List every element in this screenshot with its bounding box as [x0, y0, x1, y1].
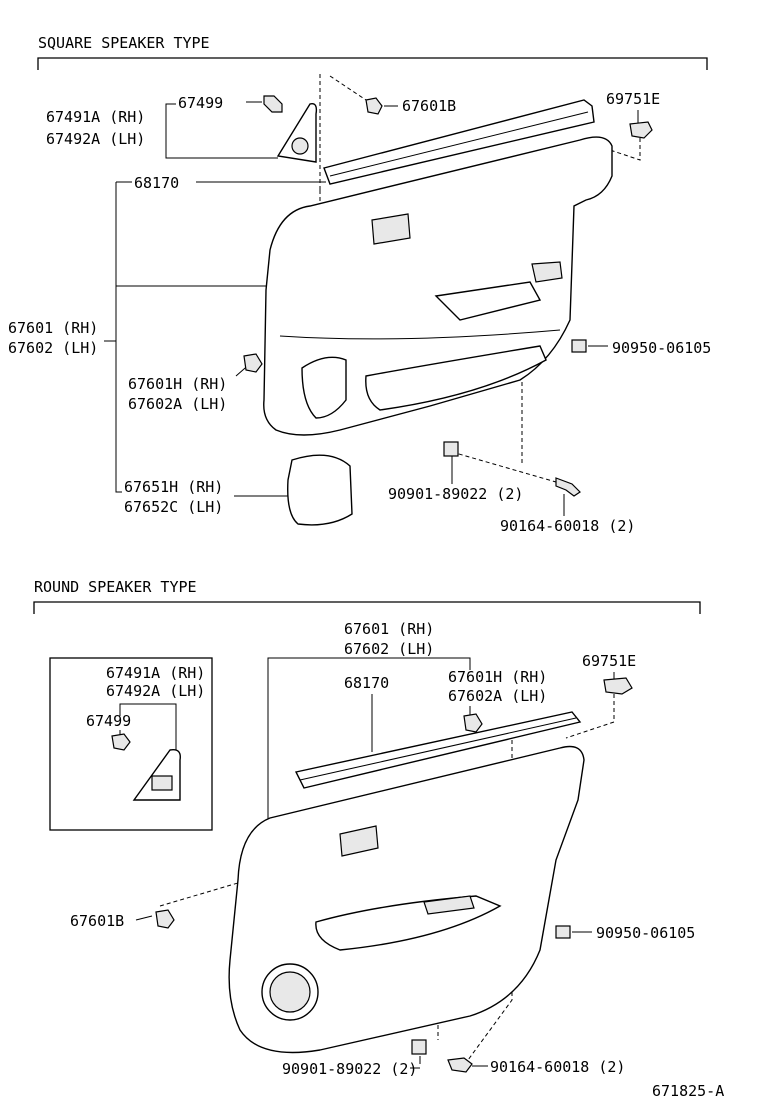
- label-90950-rd: 90950-06105: [596, 924, 695, 942]
- clip-69751e-sq: [629, 121, 653, 139]
- nut-90901-sq: [443, 441, 459, 457]
- dash-guide-2-sq: [329, 75, 367, 101]
- label-69751e-rd: 69751E: [582, 652, 636, 670]
- screw-90164-sq: [555, 477, 581, 497]
- clip-67601b-rd: [155, 909, 175, 929]
- label-90164-rd: 90164-60018 (2): [490, 1058, 625, 1076]
- screw-90164-rd: [447, 1057, 473, 1073]
- trim-belt-line-sq: [279, 329, 561, 340]
- label-67491a-rd: 67491A (RH): [106, 664, 205, 682]
- leader-67491a-sq: [165, 103, 278, 159]
- label-67601h-sq: 67601H (RH): [128, 375, 227, 393]
- label-67602a-rd: 67602A (LH): [448, 687, 547, 705]
- label-67652c-sq: 67652C (LH): [124, 498, 223, 516]
- speaker-grille-sq: [287, 454, 353, 526]
- speaker-shield-sq: [301, 356, 347, 419]
- label-90164-sq: 90164-60018 (2): [500, 517, 635, 535]
- label-67601-sq: 67601 (RH): [8, 319, 98, 337]
- inside-handle-bezel-rd: [339, 825, 379, 857]
- clip-67499-sq: [263, 95, 283, 113]
- figure-code: 671825-A: [652, 1082, 724, 1100]
- switch-base-sq: [531, 261, 563, 283]
- label-67492a-sq: 67492A (LH): [46, 130, 145, 148]
- weatherstrip-68170-rd: [294, 711, 582, 789]
- tweeter-grille-sq: [291, 137, 309, 155]
- label-67602-rd: 67602 (LH): [344, 640, 434, 658]
- label-67602a-sq: 67602A (LH): [128, 395, 227, 413]
- inside-handle-bezel-sq: [371, 213, 411, 245]
- leader-90901-rd: [410, 1056, 421, 1069]
- label-67491a-sq: 67491A (RH): [46, 108, 145, 126]
- label-67601b-rd: 67601B: [70, 912, 124, 930]
- label-67601-rd: 67601 (RH): [344, 620, 434, 638]
- clip-90950-sq: [571, 339, 587, 353]
- door-trim-panel-rd: [228, 745, 585, 1054]
- switch-base-rd: [423, 895, 475, 915]
- leader-67601b-rd: [135, 915, 153, 921]
- label-90950-sq: 90950-06105: [612, 339, 711, 357]
- section-bracket-round: [33, 601, 701, 614]
- nut-90901-rd: [411, 1039, 427, 1055]
- label-67601h-rd: 67601H (RH): [448, 668, 547, 686]
- label-67601b-sq: 67601B: [402, 97, 456, 115]
- section-bracket-square: [37, 57, 708, 70]
- tweeter-cover-rd: [132, 749, 181, 801]
- clip-67601h-sq: [243, 353, 263, 373]
- dash-guide-2-rd: [159, 879, 249, 907]
- label-90901-rd: 90901-89022 (2): [282, 1060, 417, 1078]
- inset-box-round: [49, 657, 213, 831]
- clip-67601b-sq: [365, 97, 383, 115]
- label-67602-sq: 67602 (LH): [8, 339, 98, 357]
- leader-67491a-rd: [119, 703, 177, 750]
- dash-guide-1-rd: [565, 694, 615, 739]
- label-67651h-sq: 67651H (RH): [124, 478, 223, 496]
- label-68170-rd: 68170: [344, 674, 389, 692]
- weatherstrip-68170-sq: [323, 99, 595, 185]
- section-title-square: SQUARE SPEAKER TYPE: [38, 34, 210, 52]
- label-68170-sq: 68170: [134, 174, 179, 192]
- label-67499-sq: 67499: [178, 94, 223, 112]
- label-69751e-sq: 69751E: [606, 90, 660, 108]
- label-90901-sq: 90901-89022 (2): [388, 485, 523, 503]
- leader-67601-sq: [104, 181, 266, 493]
- armrest-sq: [434, 281, 542, 321]
- weatherstrip-edge-rd: [299, 717, 577, 781]
- clip-67499-rd: [111, 733, 131, 751]
- tweeter-grille-rd: [151, 775, 173, 791]
- label-67492a-rd: 67492A (LH): [106, 682, 205, 700]
- clip-90950-rd: [555, 925, 571, 939]
- speaker-cone-rd: [269, 971, 311, 1013]
- clip-69751e-rd: [603, 677, 633, 695]
- clip-67601h-rd: [463, 713, 483, 733]
- section-title-round: ROUND SPEAKER TYPE: [34, 578, 197, 596]
- dash-guide-3-sq: [603, 136, 641, 161]
- door-pocket-sq: [365, 345, 547, 411]
- weatherstrip-edge-sq: [329, 111, 589, 177]
- leader-67601-rd: [267, 657, 471, 820]
- label-67499-rd: 67499: [86, 712, 131, 730]
